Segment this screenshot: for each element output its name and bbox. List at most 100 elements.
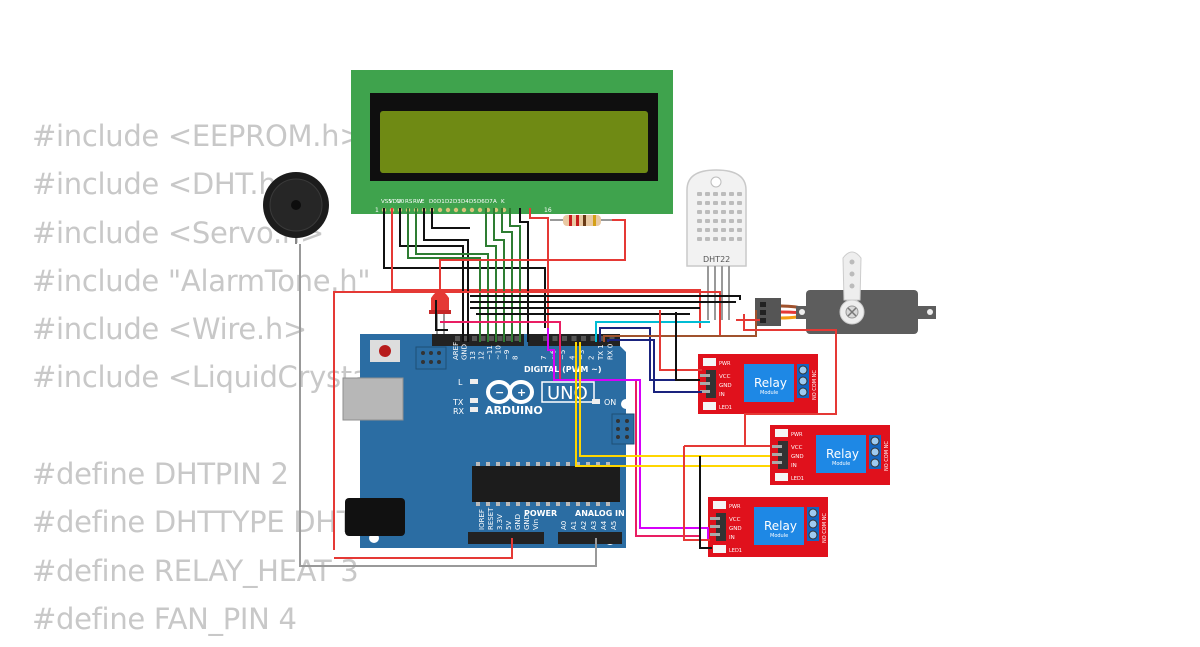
digital-pin[interactable] bbox=[552, 336, 558, 341]
power-pin-label: IOREF bbox=[478, 509, 486, 530]
digital-pin[interactable] bbox=[489, 336, 494, 341]
relay-title: Relay bbox=[764, 519, 797, 533]
arduino-model: UNO bbox=[547, 383, 588, 404]
lcd-pin[interactable] bbox=[477, 207, 483, 213]
power-header-label: POWER bbox=[524, 509, 557, 518]
lcd-pin-label: D0 bbox=[429, 199, 437, 205]
lcd-pin-label: V0 bbox=[397, 199, 405, 205]
svg-text:+: + bbox=[517, 386, 526, 399]
digital-pin[interactable] bbox=[571, 336, 577, 341]
code-line: #include <EEPROM.h> bbox=[32, 119, 364, 153]
code-line: #define DHTPIN 2 bbox=[32, 457, 289, 492]
digital-pin[interactable] bbox=[600, 336, 605, 341]
power-pin-label: GND bbox=[523, 514, 531, 530]
svg-text:GND: GND bbox=[729, 526, 742, 532]
svg-text:IN: IN bbox=[729, 535, 735, 541]
svg-text:GND: GND bbox=[719, 383, 732, 389]
lcd-pin[interactable] bbox=[453, 207, 459, 213]
svg-text:NO COM NC: NO COM NC bbox=[812, 370, 818, 400]
svg-text:PWR: PWR bbox=[719, 361, 731, 367]
dht22-sensor[interactable]: DHT22 bbox=[686, 169, 747, 320]
relay-title: Relay bbox=[826, 447, 859, 461]
svg-text:GND: GND bbox=[791, 454, 804, 460]
digital-pin-label: 4 bbox=[569, 355, 577, 360]
svg-text:IN: IN bbox=[719, 392, 725, 398]
svg-text:LED1: LED1 bbox=[719, 405, 732, 411]
digital-pin-label: ~11 bbox=[486, 345, 494, 360]
digital-pin[interactable] bbox=[497, 336, 503, 341]
l-led-label: L bbox=[458, 378, 463, 387]
lcd-pin-label: D7 bbox=[485, 199, 493, 205]
tx-led-label: TX bbox=[452, 398, 464, 407]
lcd-pin-label: VDD bbox=[389, 199, 401, 205]
svg-text:VCC: VCC bbox=[719, 374, 731, 380]
digital-pin-label: 2 bbox=[588, 356, 596, 360]
code-line: #include <Wire.h> bbox=[32, 312, 307, 347]
power-pin-label: Vin bbox=[532, 519, 540, 530]
svg-text:VCC: VCC bbox=[729, 517, 741, 523]
analog-pin-label: A5 bbox=[610, 521, 618, 530]
lcd-pin[interactable] bbox=[445, 207, 451, 213]
digital-pin-label: TX 1 bbox=[597, 344, 605, 361]
lcd-pin[interactable] bbox=[469, 207, 475, 213]
digital-pin[interactable] bbox=[463, 336, 469, 341]
lcd-pin-label: E bbox=[421, 199, 425, 205]
lcd-pin-label: D6 bbox=[477, 199, 485, 205]
lcd-pin-label: RW bbox=[413, 199, 423, 205]
lcd-pin-label: D5 bbox=[469, 199, 477, 205]
digital-pin[interactable] bbox=[472, 336, 477, 341]
arduino-uno-board[interactable]: − + ARDUINO UNO DIGITAL (PWM ~) POWER AN… bbox=[342, 334, 635, 548]
digital-pin[interactable] bbox=[562, 336, 567, 341]
lcd-pin-label: RS bbox=[405, 199, 413, 205]
digital-pin-label: 12 bbox=[478, 351, 486, 360]
svg-text:NO COM NC: NO COM NC bbox=[884, 441, 890, 471]
analog-pin-label: A1 bbox=[570, 521, 578, 530]
svg-text:Module: Module bbox=[760, 390, 778, 396]
digital-pin-label: 7 bbox=[540, 356, 548, 360]
digital-pin[interactable] bbox=[581, 336, 586, 341]
digital-pin-label: ~3 bbox=[578, 350, 586, 360]
digital-pin[interactable] bbox=[514, 336, 520, 341]
svg-text:PWR: PWR bbox=[729, 504, 741, 510]
code-line: #define RELAY_HEAT 3 bbox=[32, 553, 359, 588]
power-pin-label: RESET bbox=[487, 507, 495, 530]
lcd-pin[interactable] bbox=[461, 207, 467, 213]
lcd-pin-label: D2 bbox=[445, 199, 453, 205]
digital-pin-label: ~10 bbox=[495, 345, 503, 360]
lcd-pin-label: D4 bbox=[461, 199, 469, 205]
analog-pin-label: A0 bbox=[560, 521, 568, 530]
lcd-pin-label: K bbox=[501, 199, 505, 205]
svg-text:−: − bbox=[495, 386, 504, 399]
digital-pin[interactable] bbox=[543, 336, 548, 341]
digital-pin-label: ~9 bbox=[503, 350, 511, 360]
digital-pin[interactable] bbox=[480, 336, 486, 341]
on-led-label: ON bbox=[604, 398, 616, 407]
wires bbox=[299, 208, 837, 567]
lcd-pin-label: D3 bbox=[453, 199, 461, 205]
lcd-pin-first: 1 bbox=[375, 207, 379, 214]
svg-text:PWR: PWR bbox=[791, 432, 803, 438]
digital-pin-label: GND bbox=[461, 344, 469, 360]
servo-motor[interactable] bbox=[755, 251, 936, 334]
dht22-label: DHT22 bbox=[703, 255, 730, 264]
digital-pin-label: 13 bbox=[469, 351, 477, 360]
svg-text:IN: IN bbox=[791, 463, 797, 469]
digital-pin[interactable] bbox=[609, 336, 615, 341]
lcd-pin[interactable] bbox=[437, 207, 443, 213]
svg-text:VCC: VCC bbox=[791, 445, 803, 451]
analog-pin-label: A2 bbox=[580, 521, 588, 530]
digital-pin[interactable] bbox=[590, 336, 596, 341]
buzzer[interactable] bbox=[263, 172, 329, 244]
relay-title: Relay bbox=[754, 376, 787, 390]
digital-pin[interactable] bbox=[455, 336, 460, 341]
analog-pin-label: A3 bbox=[590, 521, 598, 530]
arduino-logo-icon: − + bbox=[486, 380, 534, 404]
power-pin-label: GND bbox=[514, 514, 522, 530]
digital-pin[interactable] bbox=[506, 336, 511, 341]
